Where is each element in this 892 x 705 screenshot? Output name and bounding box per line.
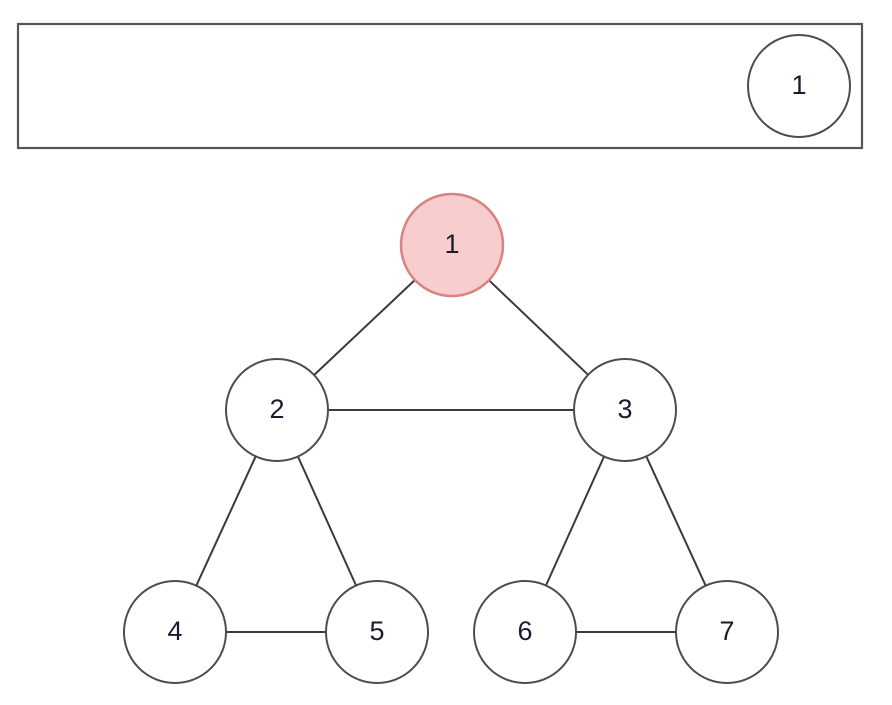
queue-panel: 1 bbox=[16, 22, 864, 150]
graph-node-7[interactable] bbox=[675, 580, 779, 684]
graph-node-label-3: 3 bbox=[617, 394, 632, 424]
graph-node-2[interactable] bbox=[225, 358, 329, 462]
graph-node-5[interactable] bbox=[325, 580, 429, 684]
graph-edges bbox=[195, 278, 707, 633]
queue-container-box bbox=[16, 22, 864, 150]
graph-node-3[interactable] bbox=[573, 358, 677, 462]
graph-node-label-6: 6 bbox=[517, 616, 532, 646]
graph-node-label-1: 1 bbox=[444, 229, 459, 259]
graph-edge-2-5 bbox=[296, 455, 358, 587]
queue-item-label: 1 bbox=[791, 70, 806, 100]
queue-item-1[interactable] bbox=[747, 34, 851, 138]
graph-node-label-4: 4 bbox=[167, 616, 182, 646]
graph-node-6[interactable] bbox=[473, 580, 577, 684]
graph-nodes[interactable]: 1 2 3 4 5 6 7 bbox=[123, 192, 779, 684]
graph-node-label-5: 5 bbox=[369, 616, 384, 646]
graph-node-label-7: 7 bbox=[719, 616, 734, 646]
graph-edge-1-2 bbox=[313, 278, 416, 377]
graph-edge-3-6 bbox=[544, 455, 606, 587]
graph-node-4[interactable] bbox=[123, 580, 227, 684]
graph-edge-3-7 bbox=[645, 455, 707, 587]
graph-edge-2-4 bbox=[195, 455, 257, 587]
graph-node-1[interactable] bbox=[399, 192, 505, 298]
graph-edge-1-3 bbox=[487, 279, 590, 376]
graph-node-label-2: 2 bbox=[269, 394, 284, 424]
